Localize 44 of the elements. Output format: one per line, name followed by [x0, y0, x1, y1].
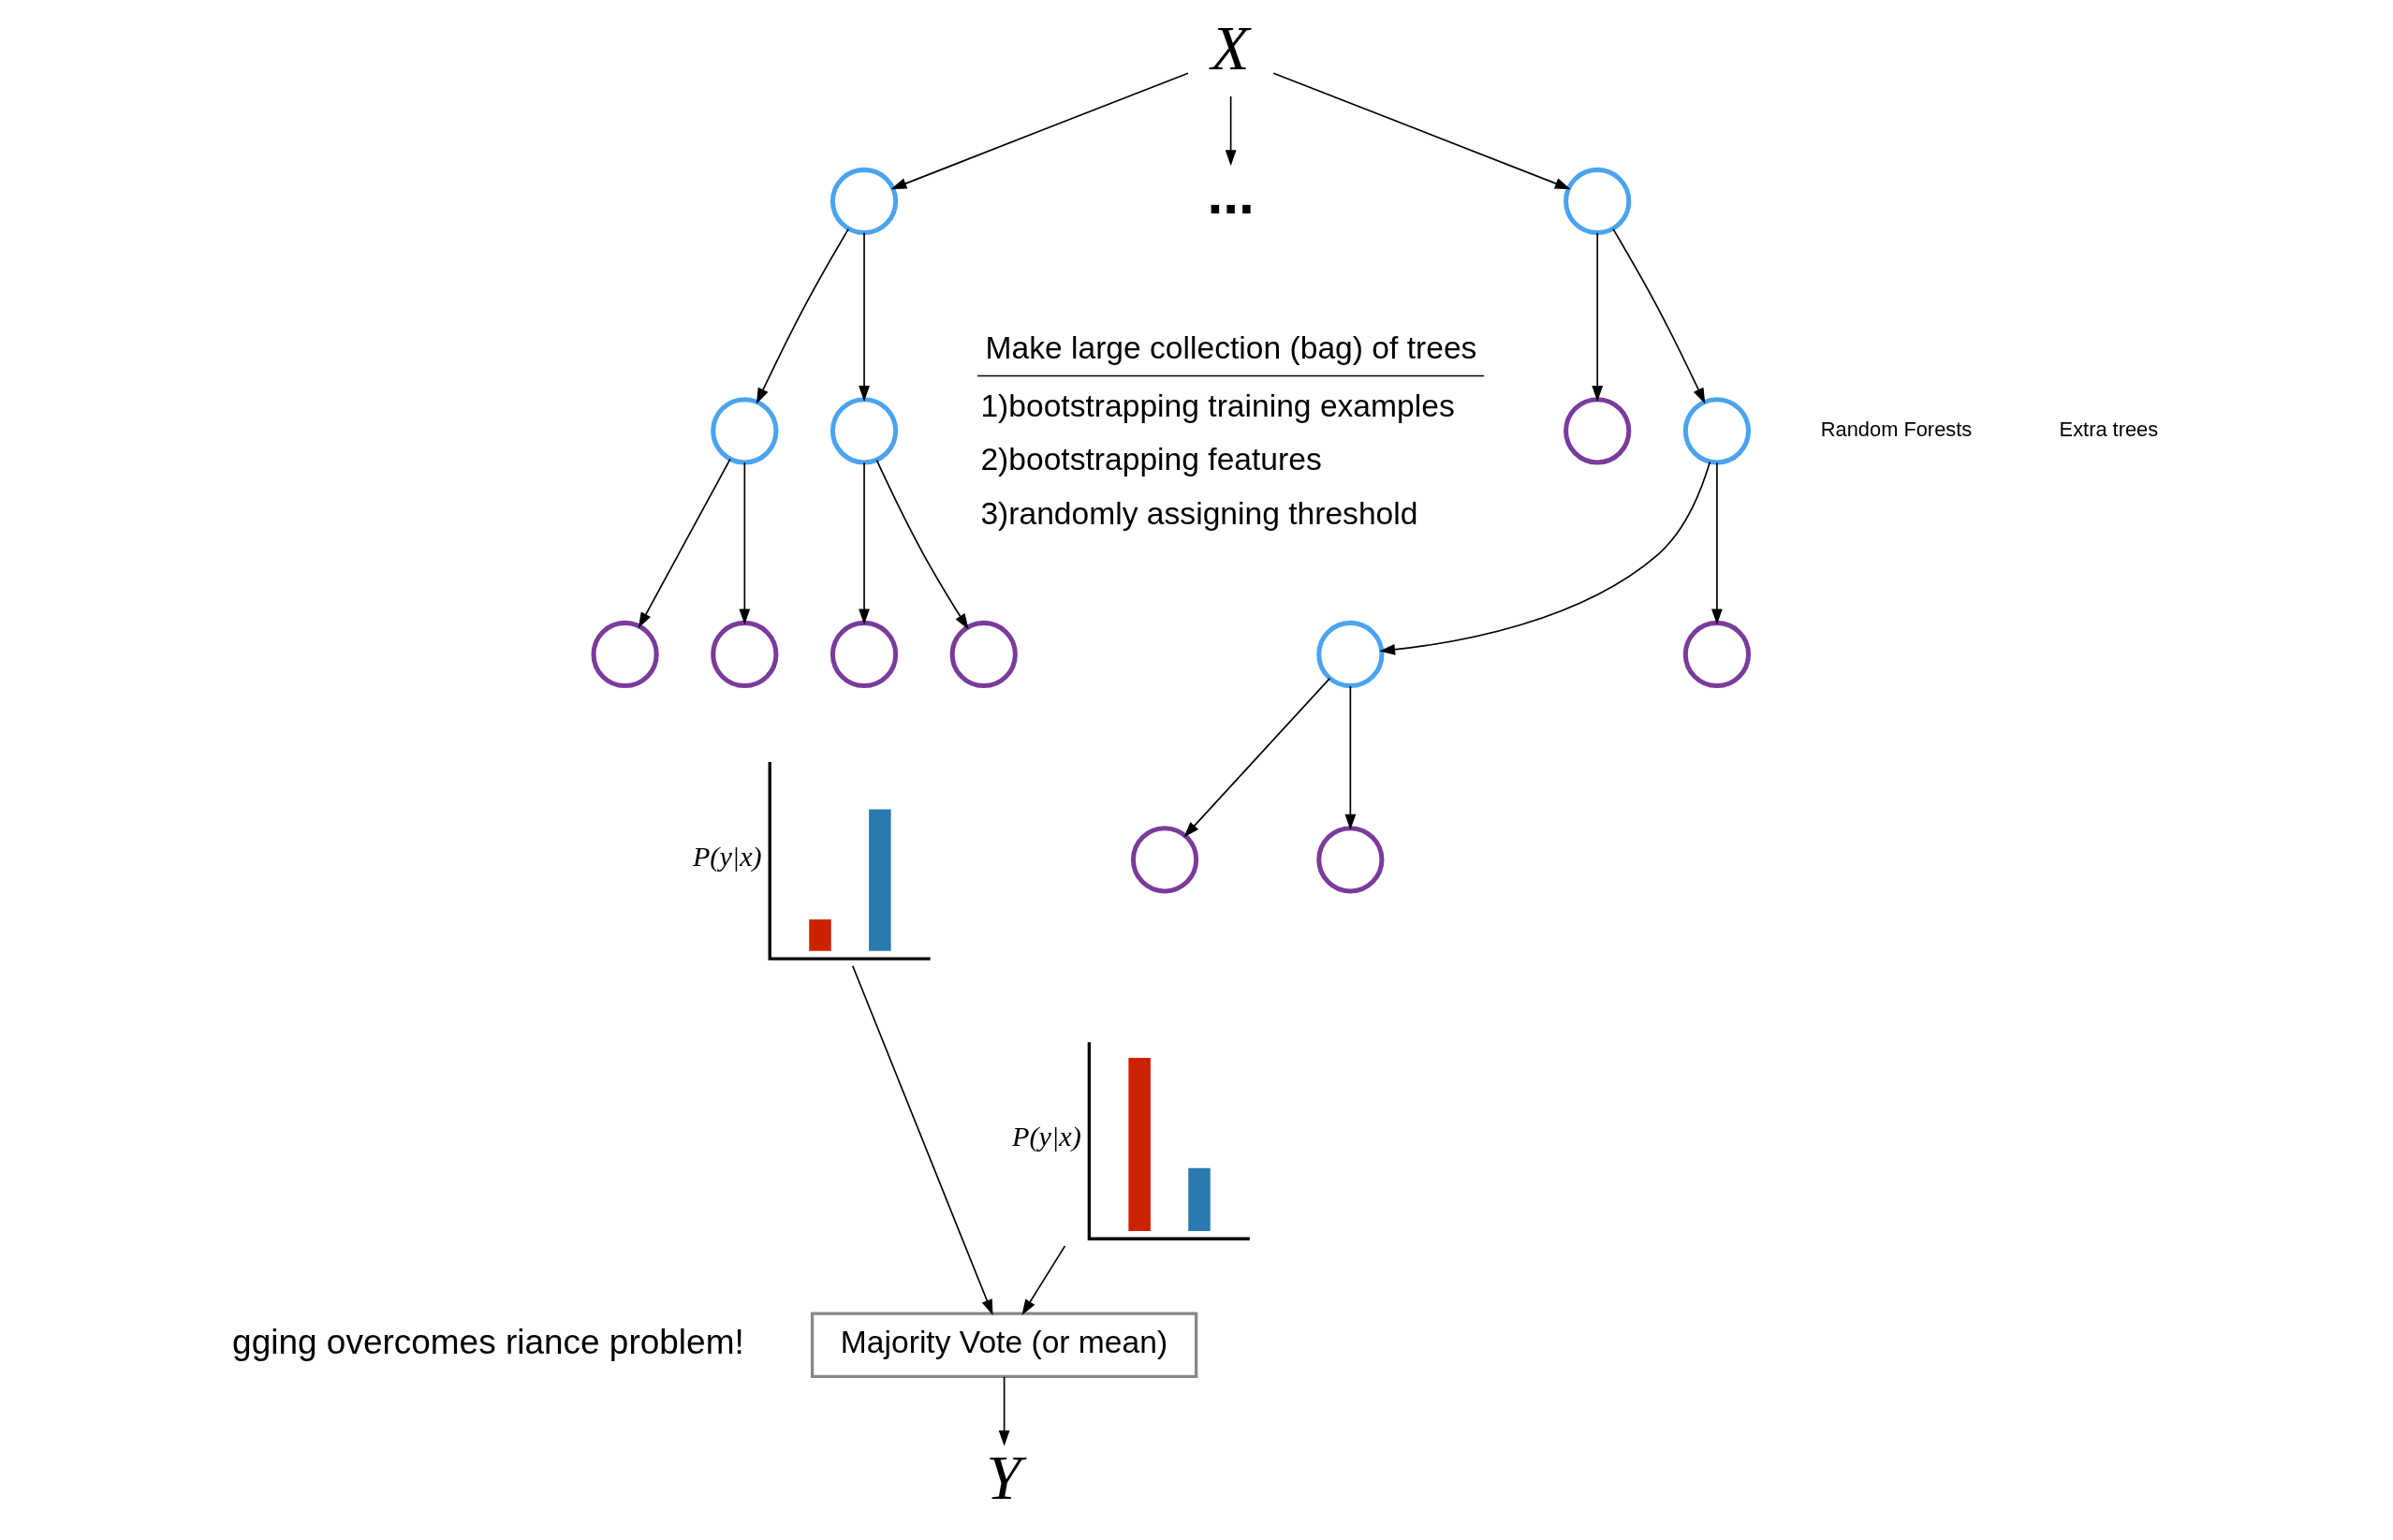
- node-circle: [1563, 167, 1631, 236]
- arrow: [1182, 677, 1330, 838]
- arrow: [875, 459, 969, 630]
- label: 1)bootstrapping training examples: [979, 389, 1455, 424]
- node-text: X: [1211, 12, 1250, 83]
- node-circle: [1315, 620, 1384, 689]
- node-circle: [591, 620, 659, 689]
- arrow: [756, 227, 849, 404]
- label: Extra trees: [2059, 418, 2158, 442]
- label: Make large collection (bag) of trees: [984, 330, 1476, 366]
- node-label: P(y|x): [692, 840, 762, 873]
- arrow: [1591, 231, 1603, 402]
- node-circle: [710, 620, 778, 689]
- node-circle: [829, 397, 898, 465]
- arrow: [858, 231, 870, 402]
- label: 3)randomly assigning threshold: [979, 495, 1417, 531]
- arrow: [738, 462, 750, 625]
- arrow: [998, 1376, 1010, 1446]
- arrow: [1020, 1245, 1065, 1315]
- arrow: [1378, 461, 1710, 655]
- node-circle: [710, 397, 778, 465]
- label: 2)bootstrapping features: [979, 442, 1322, 477]
- node-box: Majority Vote (or mean): [810, 1312, 1197, 1379]
- arrow: [1225, 95, 1237, 167]
- arrow: [638, 458, 731, 629]
- arrow: [1343, 685, 1356, 830]
- node-circle: [1315, 826, 1384, 894]
- arrow: [851, 964, 993, 1315]
- node-circle: [1563, 397, 1631, 465]
- node-circle: [1682, 397, 1751, 465]
- arrow: [1710, 462, 1723, 625]
- label: Random Forests: [1820, 418, 1972, 442]
- node-circle: [829, 620, 898, 689]
- label: gging overcomes riance problem!: [231, 1323, 744, 1362]
- arrow: [890, 72, 1189, 190]
- node-label: P(y|x): [1011, 1120, 1081, 1152]
- arrow: [858, 462, 870, 625]
- node-circle: [1682, 620, 1751, 689]
- arrow: [1611, 227, 1705, 404]
- node-circle: [949, 620, 1018, 689]
- node-circle: [1130, 826, 1198, 894]
- node-circle: [829, 167, 898, 236]
- node-text: ...: [1206, 162, 1255, 227]
- arrow: [1271, 72, 1571, 190]
